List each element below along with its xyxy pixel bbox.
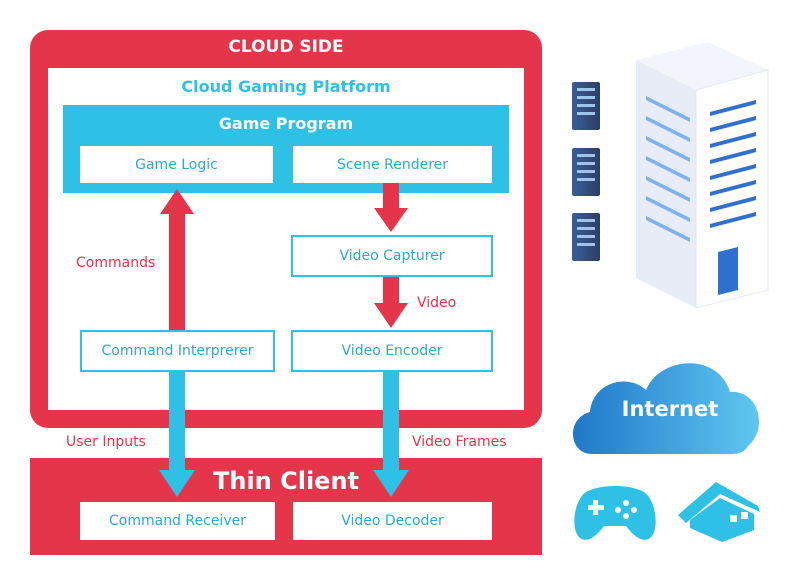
video-arrow xyxy=(374,277,408,328)
user-inputs-arrow xyxy=(159,372,195,497)
internet-label: Internet xyxy=(621,397,719,421)
command-receiver-box: Command Receiver xyxy=(80,502,275,540)
video-frames-arrow xyxy=(373,372,409,497)
commands-label: Commands xyxy=(76,255,156,271)
cloud-gaming-platform-title: Cloud Gaming Platform xyxy=(181,76,391,96)
command-interpreter-box: Command Interprerer xyxy=(80,330,275,372)
house-icon xyxy=(678,482,760,542)
scene-to-capturer-arrow xyxy=(374,183,408,232)
server-rack-icon xyxy=(572,82,600,130)
game-program-title: Game Program xyxy=(218,113,354,133)
user-inputs-label: User Inputs xyxy=(66,434,146,450)
internet-cloud-icon xyxy=(572,363,760,454)
video-frames-label: Video Frames xyxy=(412,434,507,450)
video-label: Video xyxy=(417,295,457,311)
game-logic-box: Game Logic xyxy=(80,146,273,183)
commands-arrow xyxy=(160,189,194,330)
thin-client-title: Thin Client xyxy=(212,467,360,495)
scene-renderer-box: Scene Renderer xyxy=(293,146,492,183)
video-decoder-box: Video Decoder xyxy=(293,502,492,540)
server-rack-icon xyxy=(572,148,600,196)
data-center-building-icon xyxy=(636,42,769,309)
video-encoder-box: Video Encoder xyxy=(291,330,493,372)
game-controller-icon xyxy=(574,486,656,540)
video-capturer-box: Video Capturer xyxy=(291,235,493,277)
server-rack-icon xyxy=(572,213,600,261)
cloud-side-title: CLOUD SIDE xyxy=(228,37,344,57)
